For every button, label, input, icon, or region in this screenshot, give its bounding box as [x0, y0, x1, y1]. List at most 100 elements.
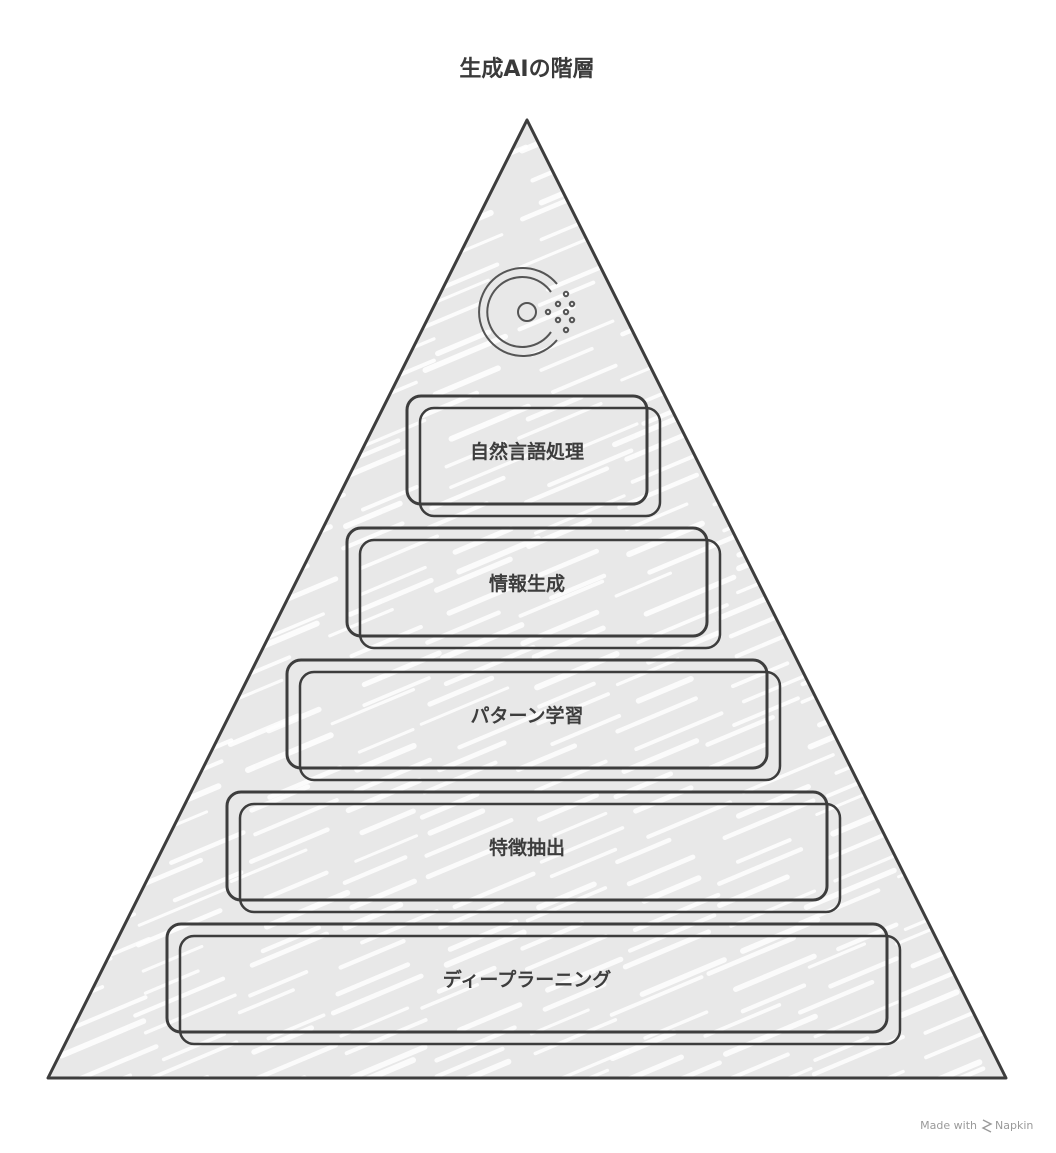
hatch-stroke	[150, 199, 244, 242]
hatch-stroke	[149, 129, 209, 158]
hatch-stroke	[61, 760, 131, 792]
hatch-stroke	[549, 847, 618, 879]
hatch-stroke	[834, 737, 920, 775]
hatch-stroke	[722, 407, 803, 443]
hatch-stroke	[712, 475, 782, 507]
hatch-stroke	[809, 568, 865, 595]
hatch-stroke	[136, 562, 221, 600]
hatch-stroke	[427, 808, 486, 836]
hatch-stroke	[719, 121, 801, 158]
hatch-stroke	[143, 969, 200, 995]
hatch-stroke	[520, 609, 600, 647]
hatch-stroke	[712, 141, 804, 183]
hatch-stroke	[1022, 964, 1056, 993]
hatch-stroke	[618, 139, 702, 177]
hatch-stroke	[899, 663, 994, 706]
hatch-stroke	[358, 565, 427, 597]
hatch-stroke	[228, 537, 310, 573]
hatch-stroke	[345, 777, 423, 814]
hatch-stroke	[444, 120, 522, 154]
watermark-prefix: Made with	[920, 1119, 977, 1132]
hatch-stroke	[932, 773, 1006, 813]
hatch-stroke	[151, 196, 208, 223]
hatch-stroke	[720, 441, 781, 469]
hatch-stroke	[361, 650, 442, 688]
hatch-stroke	[443, 929, 527, 968]
hatch-stroke	[904, 481, 976, 514]
hatch-stroke	[244, 732, 334, 773]
hatch-stroke	[66, 511, 161, 554]
hatch-stroke	[59, 213, 140, 251]
hatch-stroke	[622, 929, 712, 970]
hatch-stroke	[245, 1075, 307, 1078]
hatch-stroke	[552, 422, 639, 461]
hatch-stroke	[894, 274, 972, 309]
hatch-stroke	[705, 715, 775, 747]
hatch-stroke	[736, 517, 824, 558]
layer-level-3: パターン学習	[285, 658, 782, 782]
hatch-stroke	[136, 695, 217, 732]
hatch-stroke	[632, 261, 690, 288]
hatch-stroke	[826, 411, 888, 441]
hatch-stroke	[797, 888, 881, 926]
hatch-stroke	[615, 170, 672, 196]
hatch-stroke	[57, 130, 117, 158]
hatch-stroke	[436, 965, 497, 994]
hatch-stroke	[731, 237, 796, 268]
hatch-stroke	[741, 753, 835, 795]
hatch-stroke	[804, 129, 877, 162]
pyramid-outline	[46, 118, 1008, 1080]
hatch-stroke	[897, 840, 984, 879]
hatch-stroke	[354, 742, 417, 773]
hatch-stroke	[816, 260, 888, 293]
hatch-stroke	[730, 460, 790, 489]
hatch-stroke	[740, 983, 807, 1014]
hatch-stroke	[349, 120, 424, 153]
hatch-stroke	[818, 575, 908, 616]
hatch-stroke	[724, 165, 812, 205]
hatch-stroke	[920, 610, 995, 644]
layer-box	[345, 526, 709, 638]
hatch-stroke	[529, 1008, 590, 1036]
diagram-title: 生成AIの階層	[459, 57, 594, 82]
hatch-stroke	[932, 741, 1006, 775]
hatch-stroke	[899, 989, 960, 1019]
hatch-stroke	[76, 592, 133, 620]
hatch-stroke	[435, 329, 492, 357]
hatch-stroke	[990, 360, 1006, 402]
hatch-stroke	[990, 634, 1006, 667]
hatch-stroke	[832, 239, 904, 273]
hatch-stroke	[1030, 671, 1056, 707]
hatch-stroke	[335, 962, 411, 997]
hatch-stroke	[834, 447, 923, 487]
hatch-stroke	[358, 534, 439, 571]
hatch-stroke	[646, 317, 738, 358]
hatch-stroke	[434, 556, 513, 593]
hatch-stroke	[989, 255, 1006, 289]
hatch-stroke	[360, 909, 439, 945]
hatch-stroke	[362, 676, 431, 707]
hatch-stroke	[72, 832, 133, 861]
hatch-stroke	[148, 408, 233, 448]
hatch-stroke	[722, 499, 797, 533]
layer-level-1: 自然言語処理	[405, 394, 662, 518]
hatch-stroke	[534, 548, 599, 579]
hatch-stroke	[263, 870, 329, 901]
hatch-stroke	[456, 535, 541, 575]
hatch-stroke	[919, 409, 983, 439]
hatch-stroke	[56, 837, 149, 880]
hatch-stroke	[834, 144, 920, 184]
hatch-stroke	[349, 624, 423, 659]
hatch-stroke	[728, 376, 819, 418]
hatch-stroke	[152, 232, 223, 265]
hatch-stroke	[712, 342, 791, 378]
hatch-stroke	[893, 1066, 986, 1078]
hatch-stroke	[523, 466, 610, 505]
hatch-stroke	[149, 722, 209, 750]
hatch-stroke	[139, 678, 211, 711]
hatch-stroke	[169, 830, 246, 865]
hatch-stroke	[169, 594, 229, 622]
hatch-stroke	[923, 1009, 979, 1035]
hatch-stroke	[730, 1052, 790, 1078]
